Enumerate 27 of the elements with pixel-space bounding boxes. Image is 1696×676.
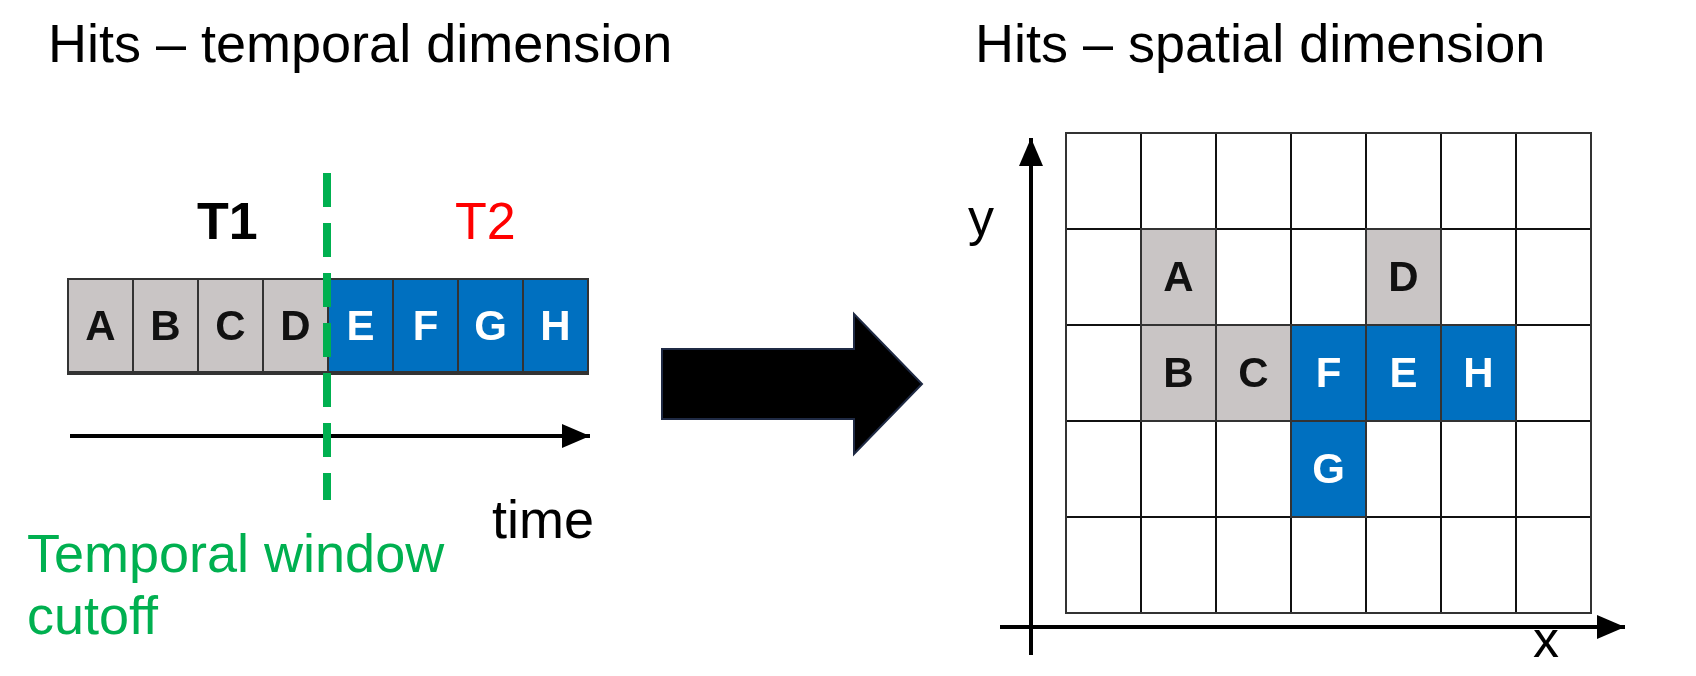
hit-cell: D [262,278,329,373]
hit-cell: A [1140,228,1217,326]
hit-cell: G [1290,420,1367,518]
hit-cell: D [1365,228,1442,326]
hit-cell: H [1440,324,1517,422]
hit-cell: E [327,278,394,373]
panel-title: Hits – spatial dimension [975,12,1546,75]
axis-label: time [492,488,594,551]
hit-cell: F [392,278,459,373]
panel-title: Hits – temporal dimension [48,12,673,75]
cutoff-label: Temporal window cutoff [27,522,446,647]
hit-cell: C [197,278,264,373]
hit-strip [67,278,589,375]
hit-cell: H [522,278,589,373]
hit-cell: F [1290,324,1367,422]
axis-label: y [968,188,994,248]
hit-cell: G [457,278,524,373]
hit-cell: A [67,278,134,373]
group-label: T1 [197,192,258,252]
hit-cell: C [1215,324,1292,422]
hit-cell: E [1365,324,1442,422]
hit-cell: B [132,278,199,373]
hit-cell: B [1140,324,1217,422]
arrow [661,311,924,457]
axis-label: x [1533,610,1559,670]
group-label: T2 [455,192,516,252]
hit-grid [1065,132,1592,614]
